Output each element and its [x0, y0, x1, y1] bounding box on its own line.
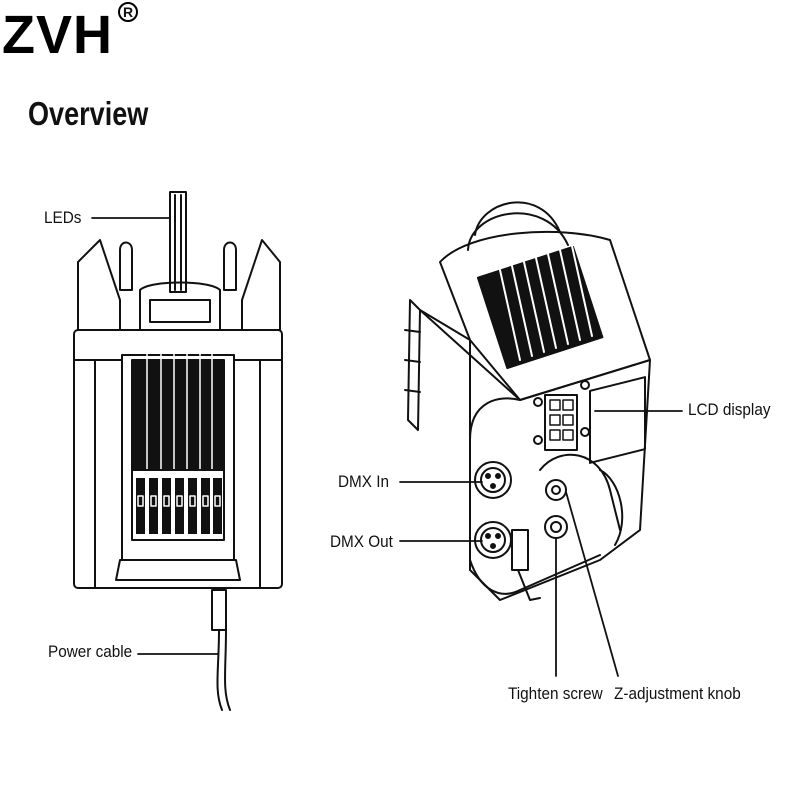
page-title: Overview [28, 95, 149, 132]
registered-mark: R [118, 2, 138, 22]
fixture-rear-view [404, 201, 651, 601]
led-tower [169, 191, 187, 293]
label-z-adjustment-knob: Z-adjustment knob [614, 684, 741, 703]
leader-lines [91, 217, 683, 677]
brand-logo: ZVH [2, 5, 113, 65]
label-tighten-screw: Tighten screw [508, 684, 603, 703]
label-dmx-in: DMX In [338, 472, 390, 491]
label-dmx-out: DMX Out [330, 532, 393, 551]
label-leds: LEDs [44, 208, 82, 227]
label-power-cable: Power cable [48, 642, 133, 661]
fixture-front-view [73, 191, 283, 711]
label-lcd-display: LCD display [688, 400, 771, 419]
